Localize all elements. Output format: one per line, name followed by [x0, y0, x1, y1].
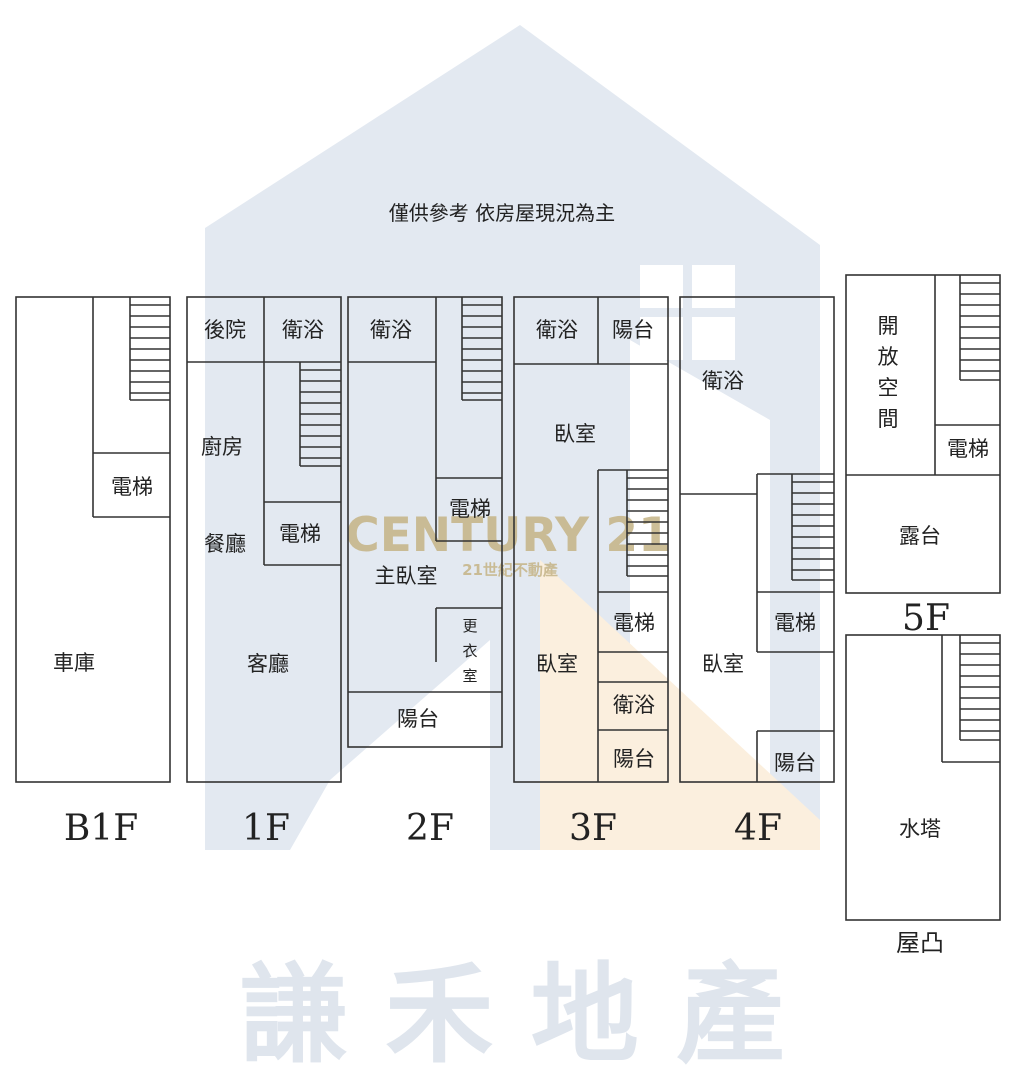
room-label-elevator: 電梯 [774, 611, 816, 635]
floor-label-4f: 4F [734, 808, 782, 849]
room-label-water-tower: 水塔 [899, 817, 941, 841]
floor-4f [679, 296, 835, 783]
watermark-brand-sub: 21世紀不動產 [462, 561, 558, 579]
staircase [461, 297, 502, 401]
room-label-bath: 衛浴 [282, 318, 324, 342]
room-label-elevator: 電梯 [279, 522, 321, 546]
room-label-living: 客廳 [247, 652, 289, 676]
room-label-backyard: 後院 [204, 318, 246, 342]
room-label-bath: 衛浴 [370, 318, 412, 342]
room-label-master-bedroom: 主臥室 [375, 564, 438, 588]
svg-text:開: 開 [878, 314, 899, 338]
room-label-balcony: 陽台 [613, 747, 655, 771]
room-label-elevator: 電梯 [613, 611, 655, 635]
watermark-house-shape [205, 25, 820, 850]
staircase [129, 297, 170, 401]
room-label-elevator: 電梯 [947, 437, 989, 461]
room-label-balcony: 陽台 [397, 707, 439, 731]
watermark-agency: 謙 禾 地 產 [240, 953, 785, 1078]
room-label-balcony: 陽台 [774, 751, 816, 775]
svg-text:間: 間 [878, 407, 899, 431]
room-label-kitchen: 廚房 [201, 435, 243, 459]
staircase [959, 635, 1000, 741]
floor-5f [845, 274, 1001, 594]
svg-text:室: 室 [462, 667, 477, 685]
floor-1f [186, 296, 342, 783]
svg-text:放: 放 [878, 345, 899, 369]
room-label-balcony: 陽台 [612, 318, 654, 342]
floor-label-5f: 5F [902, 598, 950, 639]
floor-3f [513, 296, 669, 783]
floor-b1f [15, 296, 171, 783]
floor-label-3f: 3F [569, 808, 617, 849]
staircase [299, 362, 341, 467]
floor-label-2f: 2F [406, 808, 454, 849]
room-label-bath: 衛浴 [702, 369, 744, 393]
room-label-bath: 衛浴 [613, 693, 655, 717]
svg-text:空: 空 [878, 376, 899, 400]
floor-label-roof: 屋凸 [896, 929, 944, 957]
watermark-logo: CENTURY 21 21世紀不動產 謙 禾 地 產 [205, 25, 820, 1078]
room-label-bedroom: 臥室 [554, 422, 596, 446]
floor-label-1f: 1F [242, 808, 290, 849]
floor-2f [347, 296, 503, 748]
room-label-dining: 餐廳 [204, 532, 246, 556]
room-label-garage: 車庫 [53, 651, 95, 675]
room-label-terrace: 露台 [899, 524, 941, 548]
room-label-elevator: 電梯 [449, 497, 491, 521]
floor-roof [845, 634, 1001, 921]
room-label-bath: 衛浴 [536, 318, 578, 342]
disclaimer-text: 僅供參考 依房屋現況為主 [389, 201, 615, 225]
staircase [959, 275, 1000, 381]
svg-text:更: 更 [462, 617, 477, 635]
floor-label-b1f: B1F [64, 808, 138, 849]
room-label-closet: 更 衣 室 [462, 617, 477, 685]
room-label-open-space: 開 放 空 間 [878, 314, 899, 431]
watermark-brand: CENTURY 21 [345, 508, 671, 563]
room-label-elevator: 電梯 [111, 475, 153, 499]
svg-text:衣: 衣 [462, 642, 477, 660]
staircase [791, 474, 834, 581]
staircase [626, 470, 668, 577]
room-label-bedroom: 臥室 [536, 652, 578, 676]
room-label-bedroom: 臥室 [702, 652, 744, 676]
